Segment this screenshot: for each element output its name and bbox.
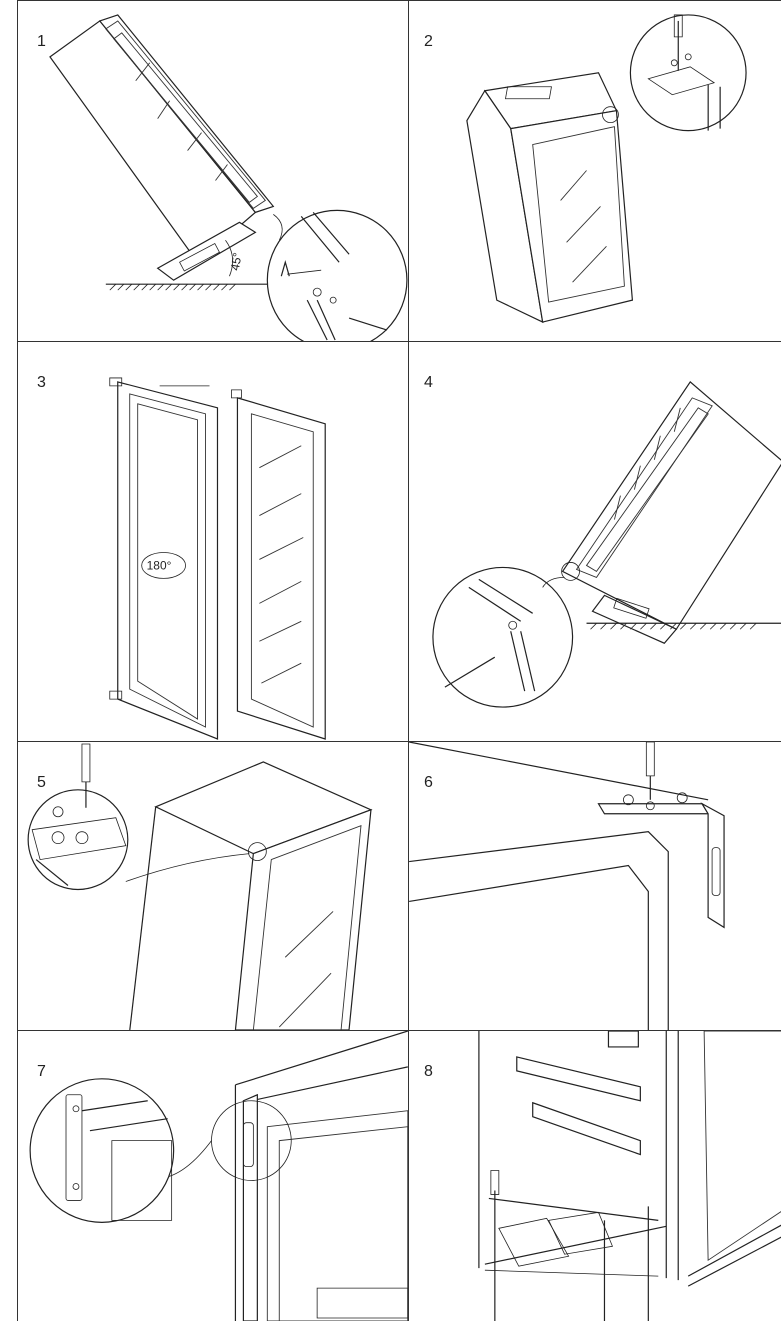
step-7-panel: 7 — [17, 1030, 408, 1321]
step-2-illustration — [409, 1, 781, 341]
step-6-number: 6 — [424, 774, 433, 791]
step-3-illustration: 180° — [18, 342, 408, 741]
step-7-number: 7 — [37, 1063, 46, 1080]
step-5-illustration — [18, 742, 408, 1030]
step-4-number: 4 — [424, 374, 433, 391]
step-1-panel: 1 — [17, 0, 408, 341]
rotate-label: 180° — [147, 558, 172, 572]
step-6-illustration — [409, 742, 781, 1030]
step-4-illustration — [409, 342, 781, 741]
step-3-number: 3 — [37, 374, 46, 391]
step-3-panel: 3 180° — [17, 341, 408, 741]
step-5-number: 5 — [37, 774, 46, 791]
step-1-illustration: 45° — [18, 1, 408, 341]
step-6-panel: 6 — [408, 741, 781, 1030]
step-8-panel: 8 — [408, 1030, 781, 1321]
step-1-number: 1 — [37, 33, 46, 50]
step-2-number: 2 — [424, 33, 433, 50]
step-8-illustration — [409, 1031, 781, 1321]
step-7-illustration — [18, 1031, 408, 1321]
step-2-panel: 2 — [408, 0, 781, 341]
step-8-number: 8 — [424, 1063, 433, 1080]
step-5-panel: 5 — [17, 741, 408, 1030]
angle-label: 45° — [228, 251, 245, 271]
instruction-grid: 1 — [17, 0, 781, 1321]
step-4-panel: 4 — [408, 341, 781, 741]
